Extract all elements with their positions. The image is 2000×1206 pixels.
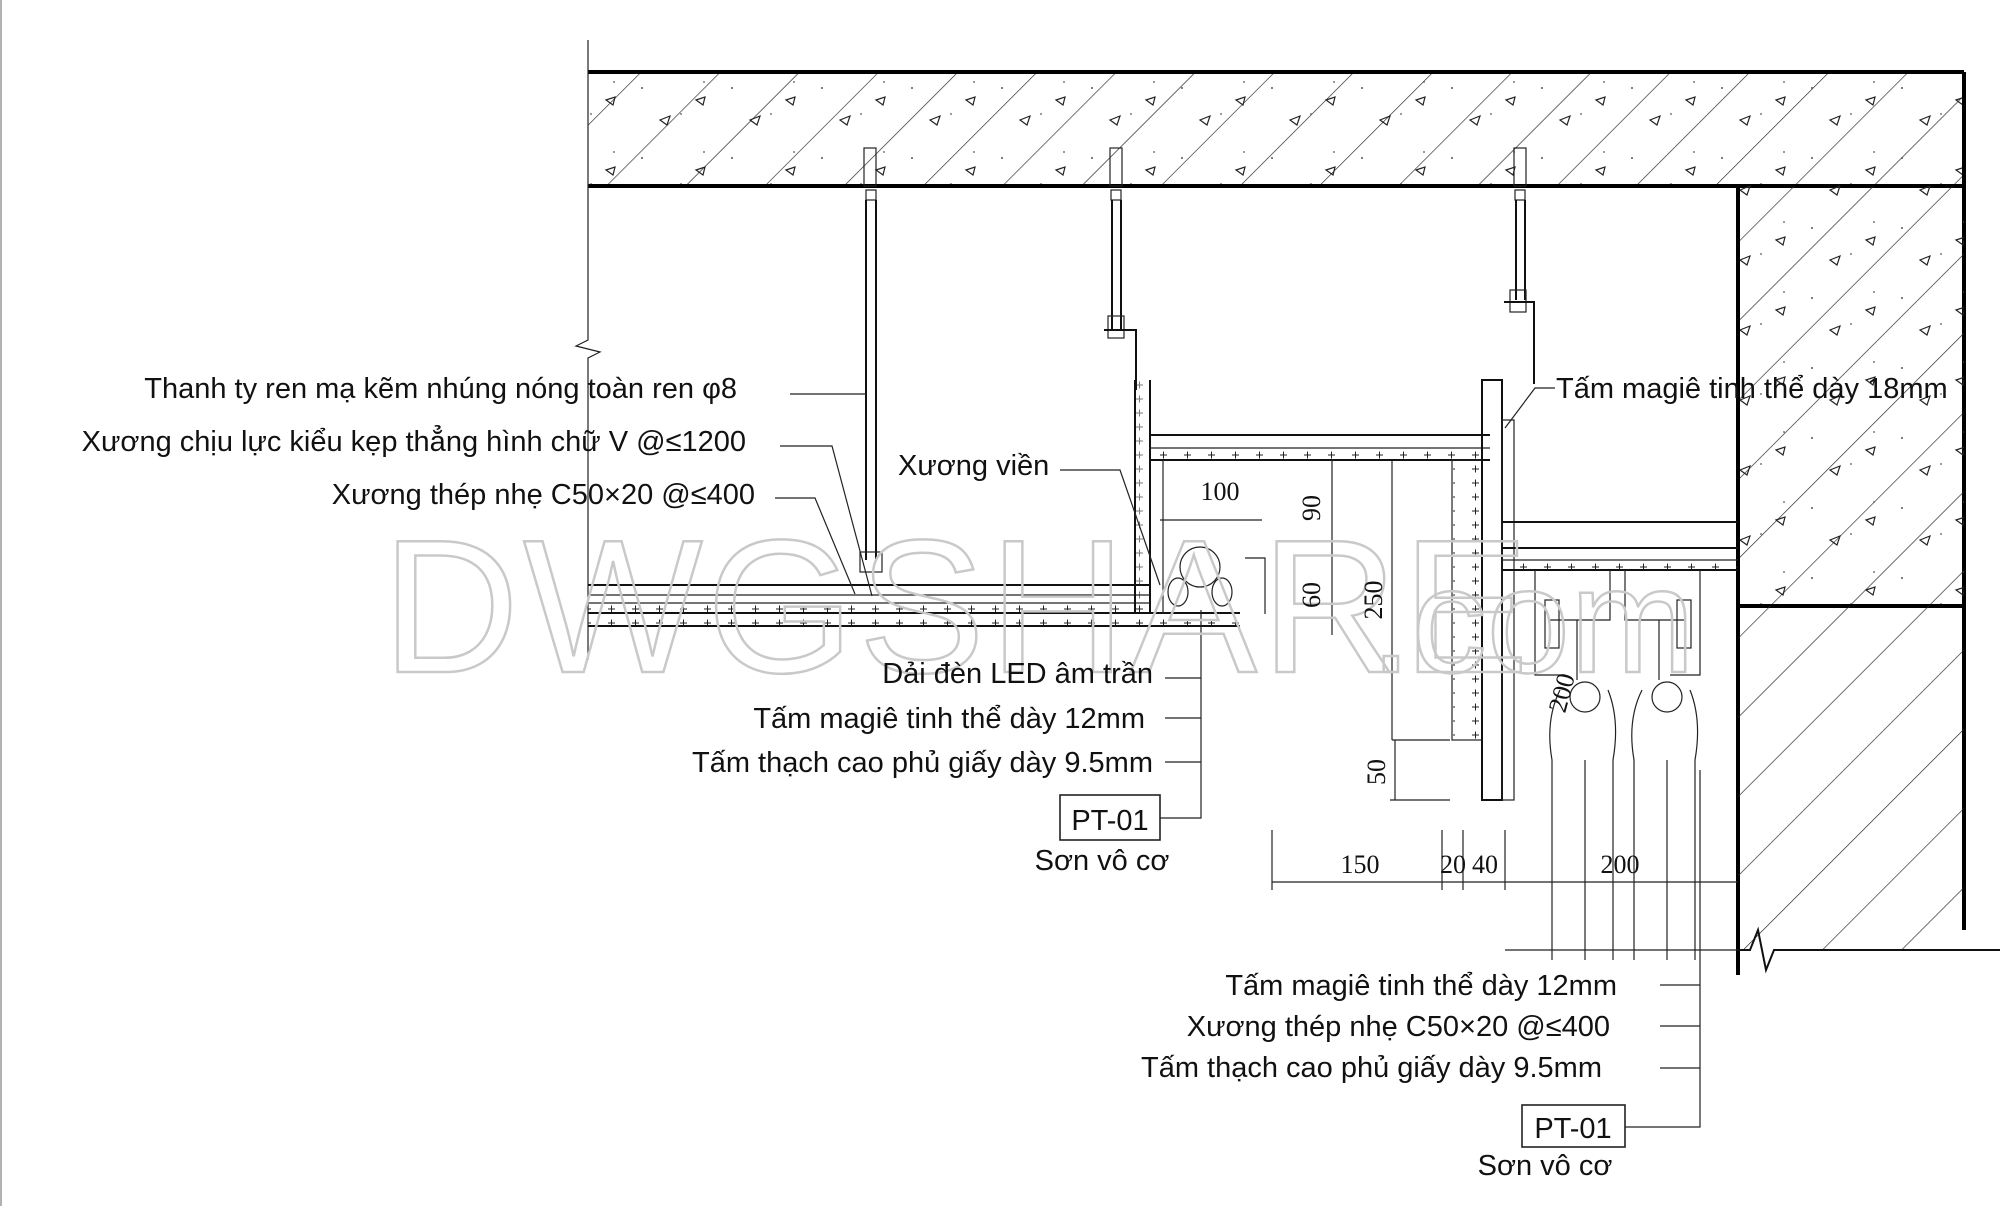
led-cove <box>1134 380 1490 614</box>
svg-text:50: 50 <box>1362 759 1391 785</box>
hanger-rods <box>859 147 1535 573</box>
pocket-ceiling <box>1502 521 1738 571</box>
svg-text:.com: .com <box>1370 536 1695 704</box>
pt01-tag-box <box>1059 794 1161 841</box>
label-paint: Sơn vô cơ <box>1478 1150 1613 1182</box>
wall-below <box>1738 606 2000 974</box>
break-line <box>574 40 602 660</box>
curtain-tracks <box>1505 570 1738 960</box>
svg-text:20: 20 <box>1440 850 1466 879</box>
svg-text:100: 100 <box>1201 477 1240 506</box>
svg-text:150: 150 <box>1341 850 1380 879</box>
label-tag: PT-01 <box>1534 1113 1611 1145</box>
label-gypsum: Tấm thạch cao phủ giấy dày 9.5mm <box>1141 1052 1602 1084</box>
label-led: Dải đèn LED âm trần <box>882 658 1153 690</box>
pt01-tag-box <box>1521 1104 1626 1148</box>
svg-text:250: 250 <box>1359 581 1388 620</box>
curtain-pocket-wall <box>1451 379 1515 801</box>
dimension-text: 100 90 60 250 50 200 150 20 40 200 <box>1201 477 1640 879</box>
label-board-12: Tấm magiê tinh thể dày 12mm <box>1225 970 1617 1002</box>
labels-left: Thanh ty ren mạ kẽm nhúng nóng toàn ren … <box>82 373 1050 511</box>
label-paint: Sơn vô cơ <box>1035 845 1170 877</box>
leader-lines <box>775 387 1701 1128</box>
svg-text:DWGSHARE: DWGSHARE <box>382 501 1533 713</box>
svg-text:200: 200 <box>1601 850 1640 879</box>
label-board-12: Tấm magiê tinh thể dày 12mm <box>753 703 1145 735</box>
label-tag: PT-01 <box>1071 805 1148 837</box>
label-main-carrier: Xương chịu lực kiểu kẹp thẳng hình chữ V… <box>82 424 746 458</box>
label-gypsum: Tấm thạch cao phủ giấy dày 9.5mm <box>692 747 1153 779</box>
label-board-18: Tấm magiê tinh thể dày 18mm <box>1556 373 1948 405</box>
concrete-beam <box>1736 186 1964 975</box>
label-rod: Thanh ty ren mạ kẽm nhúng nóng toàn ren … <box>144 373 737 405</box>
svg-text:60: 60 <box>1297 582 1326 608</box>
concrete-slab <box>588 70 1966 930</box>
watermark: DWGSHARE .com <box>381 500 1697 715</box>
label-c-channel: Xương thép nhẹ C50×20 @≤400 <box>332 479 755 511</box>
dimension-lines <box>1160 460 1738 890</box>
label-c-channel: Xương thép nhẹ C50×20 @≤400 <box>1187 1011 1610 1043</box>
labels-bottom-right: Tấm magiê tinh thể dày 12mm Xương thép n… <box>1141 970 1626 1182</box>
label-right-top: Tấm magiê tinh thể dày 18mm <box>1556 373 1948 405</box>
labels-bottom-left: Dải đèn LED âm trần Tấm magiê tinh thể d… <box>692 658 1169 877</box>
svg-text:40: 40 <box>1472 850 1498 879</box>
svg-text:90: 90 <box>1297 495 1326 521</box>
label-edge-frame: Xương viền <box>898 450 1049 482</box>
ceiling-boards-left <box>588 584 1240 627</box>
